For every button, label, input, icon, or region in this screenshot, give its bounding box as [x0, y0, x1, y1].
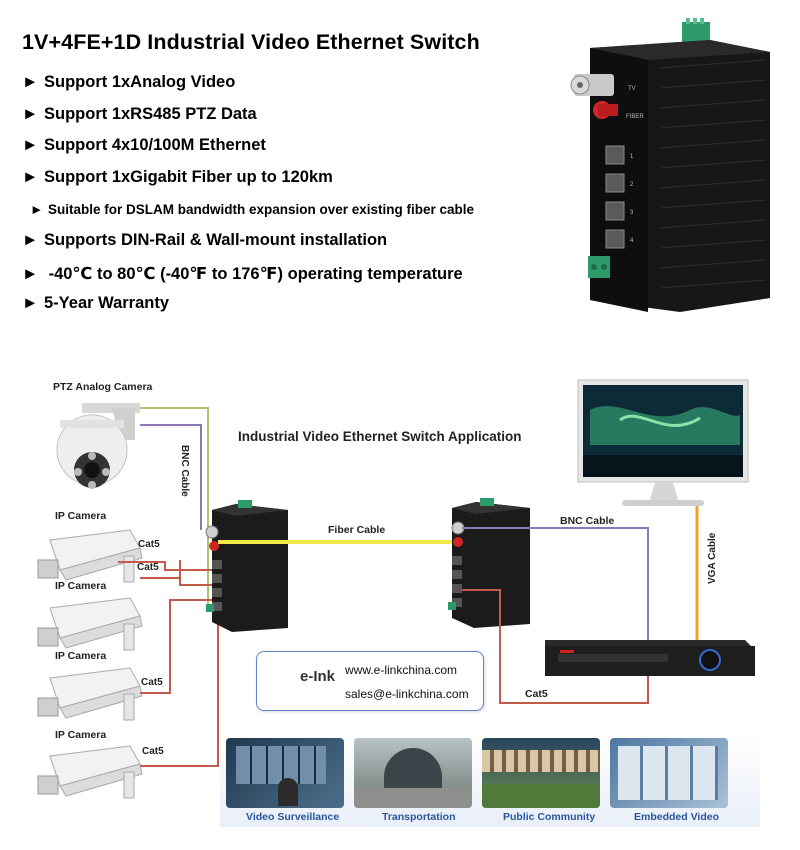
cat5-nvr-label: Cat5	[525, 688, 548, 700]
rj45-port-icon	[605, 173, 625, 193]
port-label: 2	[630, 182, 634, 188]
application-image-public-community	[482, 738, 600, 808]
application-image-video-surveillance	[226, 738, 344, 808]
rj45-port-icon	[605, 201, 625, 221]
application-image-embedded-video	[610, 738, 728, 808]
application-caption: Transportation	[382, 811, 456, 823]
rs485-cable	[140, 407, 209, 605]
cat5-cable	[140, 599, 215, 694]
cat5-cable	[140, 560, 215, 586]
rj45-port-icon	[605, 229, 625, 249]
ip-camera-icon	[37, 529, 143, 583]
feature-item: ►Supports DIN-Rail & Wall-mount installa…	[22, 231, 388, 249]
cat5-cable-nvr	[462, 589, 649, 704]
brand-name: e-Ink	[300, 668, 336, 685]
bnc-cable-left-label: BNC Cable	[179, 445, 190, 497]
feature-item: ►Suitable for DSLAM bandwidth expansion …	[30, 202, 475, 217]
cat5-label: Cat5	[142, 746, 164, 757]
left-switch-icon	[205, 500, 288, 632]
terminal-block-icon	[682, 22, 710, 42]
feature-item: ►5-Year Warranty	[22, 294, 170, 312]
feature-item: ►Support 1xRS485 PTZ Data	[22, 105, 257, 123]
port-label: 3	[630, 210, 634, 216]
port-label: 1	[630, 154, 634, 160]
cat5-label: Cat5	[137, 562, 159, 573]
application-caption: Video Surveillance	[246, 811, 340, 823]
product-photo: TV FIBER 1 2 3 4	[570, 18, 770, 312]
ip-camera-icon	[37, 597, 143, 651]
ip-camera-icon	[37, 745, 143, 799]
fiber-cable-label: Fiber Cable	[328, 524, 385, 536]
monitor-icon	[577, 379, 749, 506]
ip-camera-label: IP Camera	[55, 650, 106, 662]
port-label: 4	[630, 238, 634, 244]
feature-item: ►Support 4x10/100M Ethernet	[22, 136, 266, 154]
feature-item: ►Support 1xAnalog Video	[22, 73, 236, 91]
cat5-label: Cat5	[141, 677, 163, 688]
contact-card	[256, 651, 484, 711]
ip-camera-label: IP Camera	[55, 729, 106, 741]
ptz-camera-label: PTZ Analog Camera	[53, 381, 153, 393]
port-label: TV	[628, 86, 636, 92]
applications-banner: Video Surveillance Transportation Public…	[220, 733, 760, 827]
rj45-port-icon	[605, 145, 625, 165]
power-terminal-icon	[588, 256, 610, 278]
nvr-recorder-icon	[545, 640, 755, 676]
application-image-transportation	[354, 738, 472, 808]
diagram-title: Industrial Video Ethernet Switch Applica…	[238, 429, 522, 444]
ip-camera-icon	[37, 667, 143, 721]
bnc-cable-right	[462, 527, 649, 650]
page-title: 1V+4FE+1D Industrial Video Ethernet Swit…	[22, 30, 480, 54]
vga-cable-label: VGA Cable	[707, 532, 718, 584]
feature-item: ► -40℃ to 80℃ (-40℉ to 176℉) operating t…	[22, 265, 463, 283]
email-link[interactable]: sales@e-linkchina.com	[345, 687, 469, 701]
bnc-cable-right-label: BNC Cable	[560, 515, 614, 527]
ip-camera-label: IP Camera	[55, 510, 106, 522]
bnc-cable-left	[140, 424, 202, 530]
port-label: FIBER	[626, 114, 644, 120]
application-caption: Embedded Video	[634, 811, 719, 823]
cat5-label: Cat5	[138, 539, 160, 550]
website-link[interactable]: www.e-linkchina.com	[345, 663, 458, 677]
ptz-camera-icon	[56, 403, 140, 489]
cat5-cable	[118, 561, 215, 571]
application-caption: Public Community	[503, 811, 596, 823]
feature-item: ►Support 1xGigabit Fiber up to 120km	[22, 168, 333, 186]
right-switch-icon	[448, 498, 530, 628]
cat5-cable	[140, 610, 219, 767]
ip-camera-label: IP Camera	[55, 580, 106, 592]
